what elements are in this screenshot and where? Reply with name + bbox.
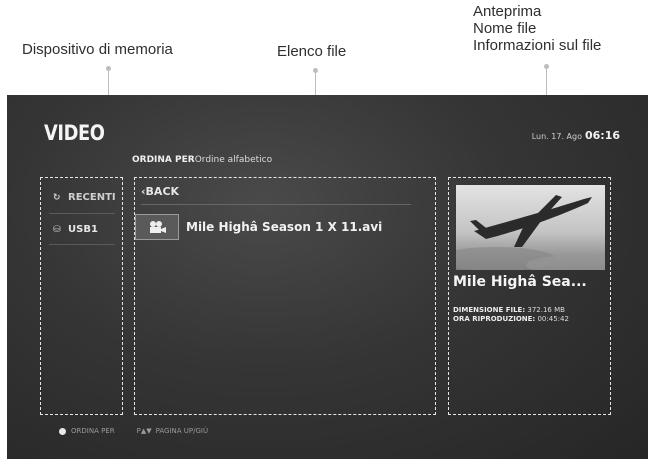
file-size-value: 372.16 MB (527, 306, 565, 314)
callout-info-filename: Nome file (473, 20, 537, 37)
callout-info-fileinfo: Informazioni sul file (473, 37, 602, 54)
footer-page-hint: PAGINA UP/GIÙ (155, 427, 209, 435)
back-label: BACK (145, 185, 180, 198)
runtime-label: ORA RIPRODUZIONE: (453, 315, 536, 323)
divider (49, 244, 115, 245)
preview-thumbnail (456, 185, 605, 270)
chevron-left-icon: ‹ (141, 185, 146, 198)
memory-device-panel: ↻ RECENTI ⛁ USB1 (40, 177, 123, 415)
footer-sort-by: ORDINA PER (71, 427, 115, 435)
callout-file-list: Elenco file (277, 43, 347, 60)
recent-icon: ↻ (53, 192, 61, 203)
page-title: VIDEO (44, 121, 105, 145)
footer-hints: ORDINA PER P▲▼ PAGINA UP/GIÙ (59, 427, 208, 435)
info-runtime: ORA RIPRODUZIONE: 00:45:42 (453, 315, 569, 323)
info-file-size: DIMENSIONE FILE: 372.16 MB (453, 306, 565, 314)
video-browser-screen: VIDEO ORDINA PEROrdine alfabetico Lun. 1… (7, 95, 648, 459)
device-label-usb: USB1 (68, 224, 98, 235)
info-file-name: Mile Highâ Sea... (453, 274, 587, 290)
date: Lun. 17. Ago (531, 132, 582, 141)
callout-info-preview: Anteprima (473, 3, 542, 20)
file-name: Mile Highâ Season 1 X 11.avi (186, 219, 383, 234)
divider (141, 204, 411, 205)
button-dot-icon (59, 427, 66, 435)
sort-key: ORDINA PER (132, 155, 195, 165)
callout-info: Anteprima Nome file Informazioni sul fil… (473, 3, 601, 54)
device-item-usb1[interactable]: ⛁ USB1 (53, 224, 98, 235)
list-item[interactable]: Mile Highâ Season 1 X 11.avi (135, 213, 435, 240)
divider (49, 213, 115, 214)
usb-drive-icon: ⛁ (53, 224, 61, 235)
device-item-recent[interactable]: ↻ RECENTI (53, 192, 116, 203)
file-info-panel: Mile Highâ Sea... DIMENSIONE FILE: 372.1… (448, 177, 611, 415)
video-camera-icon (135, 213, 179, 240)
device-label-recent: RECENTI (68, 192, 116, 203)
callout-memory-device: Dispositivo di memoria (22, 41, 173, 58)
sort-value: Ordine alfabetico (194, 155, 273, 165)
file-list-panel: ‹BACK Mile Highâ Season 1 X 11.avi (134, 177, 436, 415)
page-keys-icon: P▲▼ (136, 427, 152, 435)
runtime-value: 00:45:42 (537, 315, 569, 323)
file-size-label: DIMENSIONE FILE: (453, 306, 526, 314)
time: 06:16 (584, 129, 620, 142)
sort-indicator: ORDINA PEROrdine alfabetico (132, 155, 272, 165)
back-button[interactable]: ‹BACK (141, 185, 179, 198)
